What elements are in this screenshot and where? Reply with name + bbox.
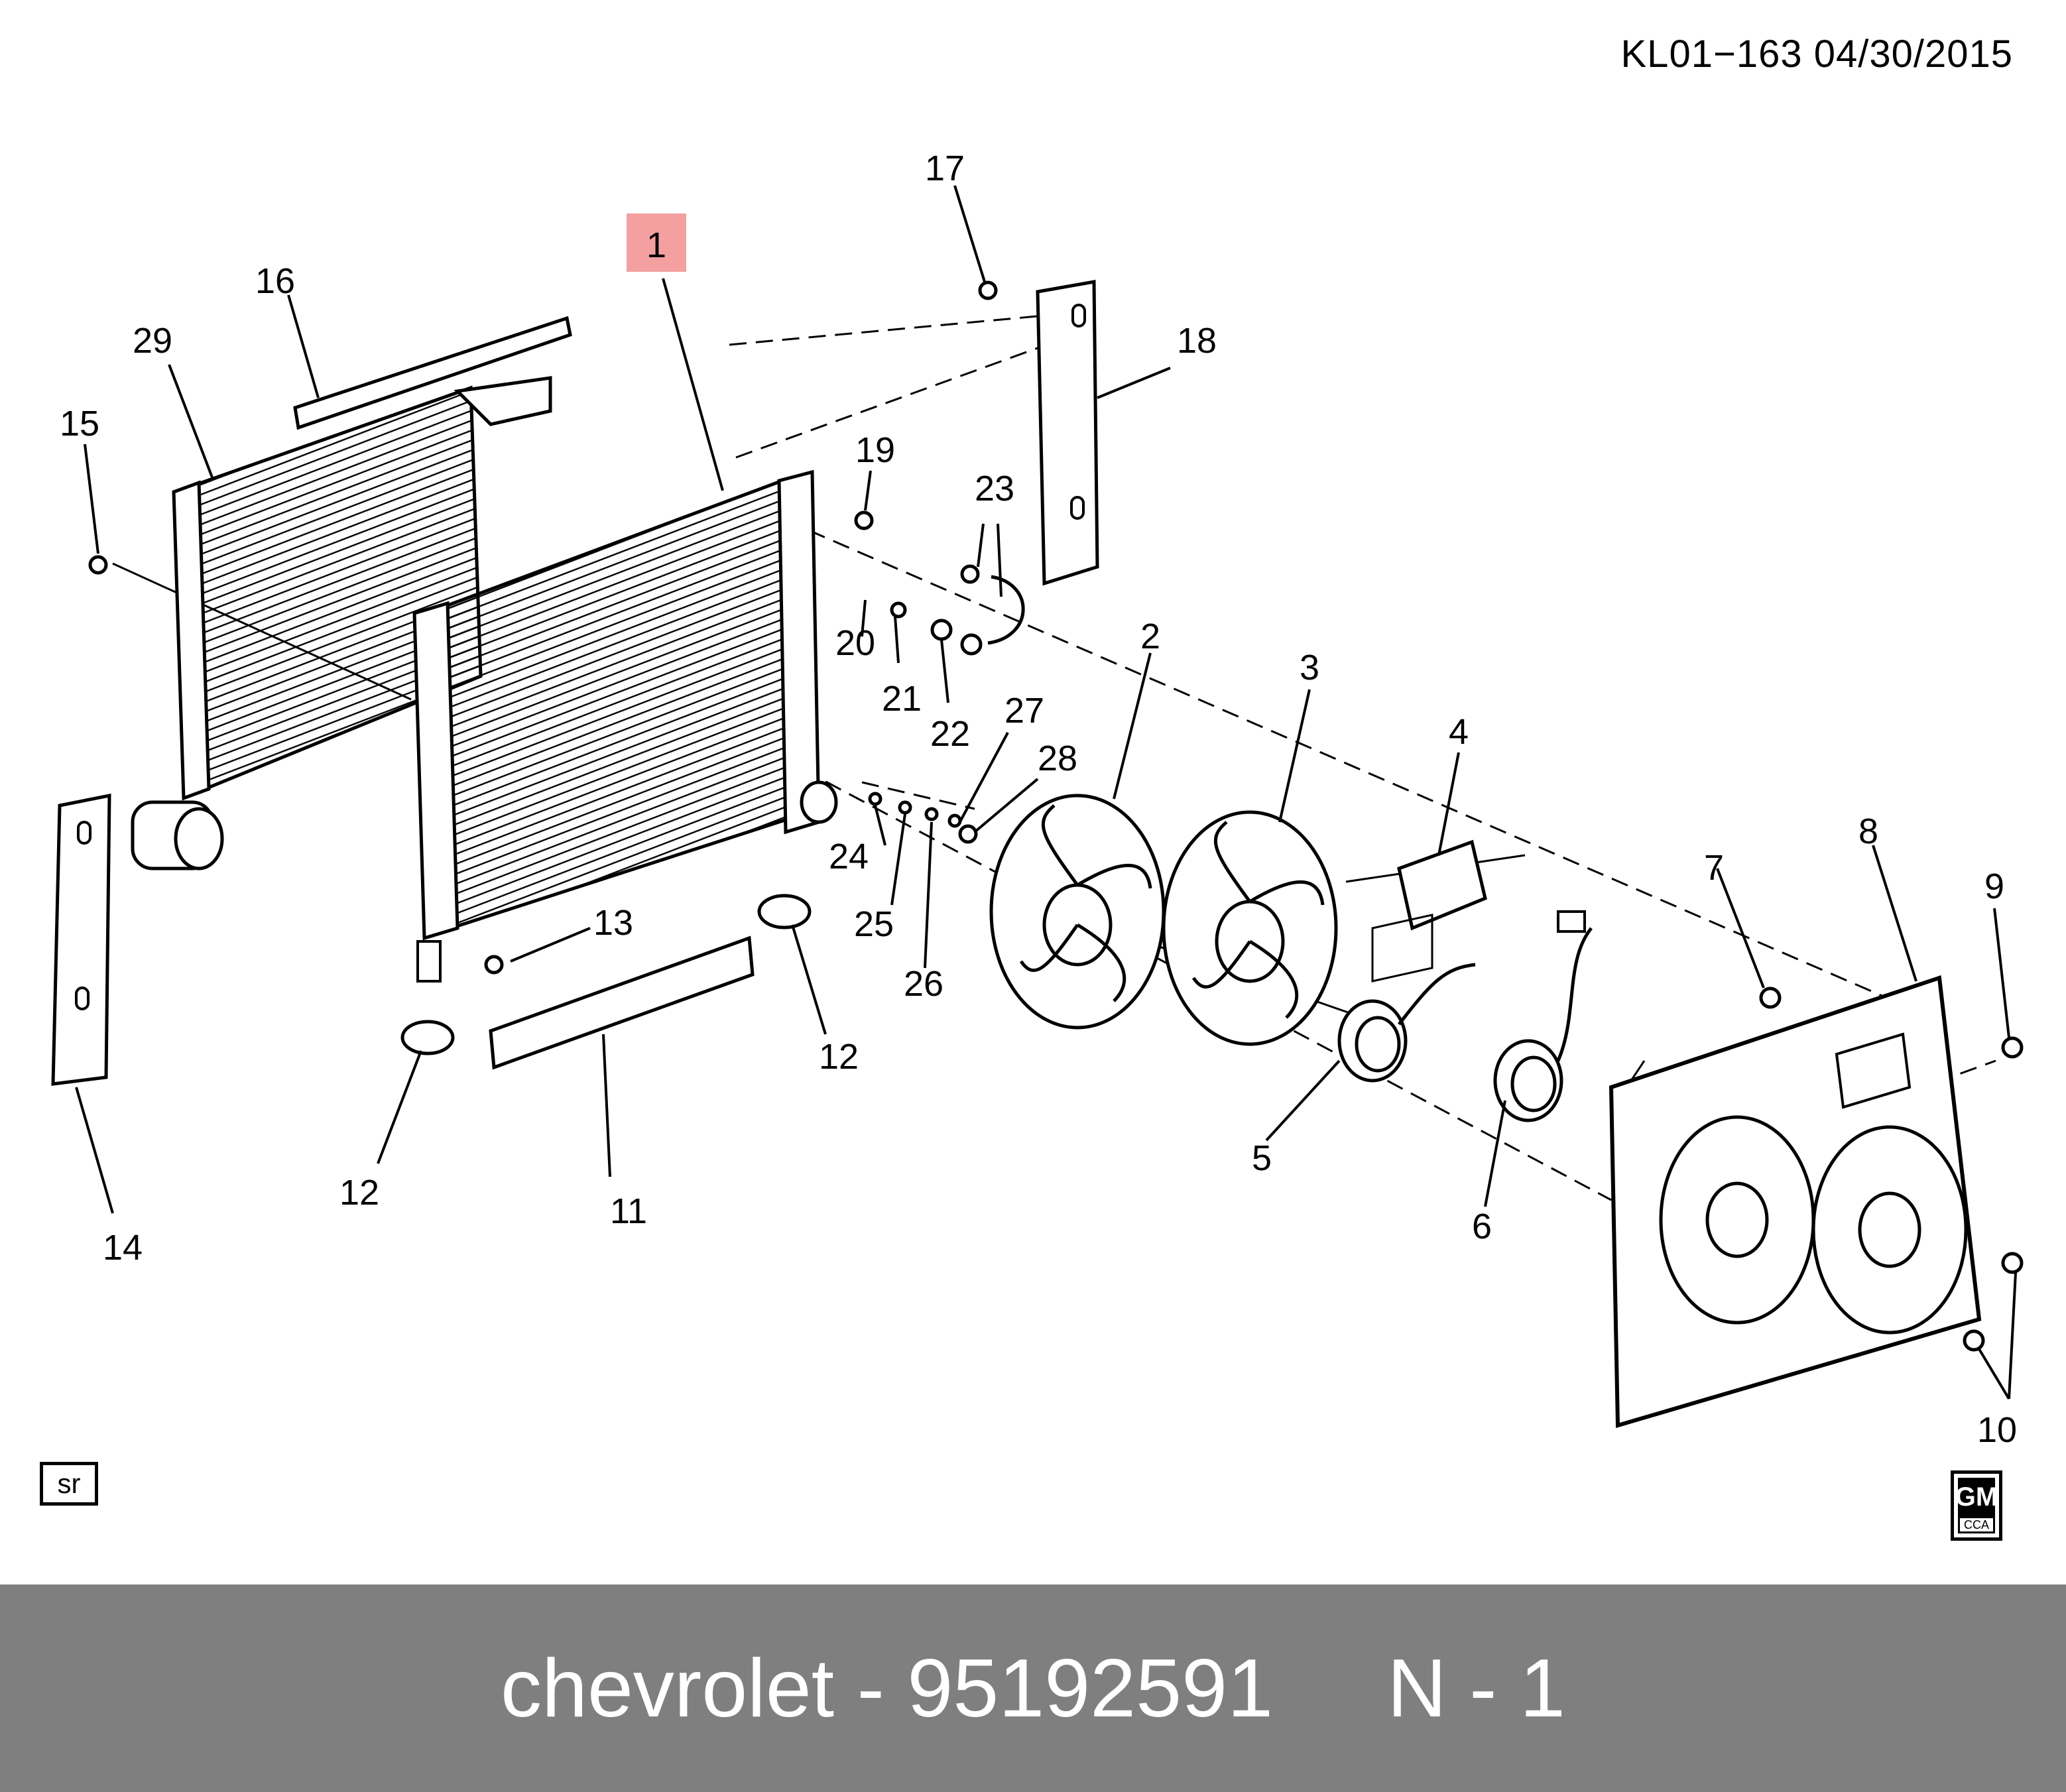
callout-26: 26 [904, 964, 943, 1004]
callout-29: 29 [133, 321, 172, 361]
fan-motors [1337, 927, 1593, 1122]
callout-3: 3 [1300, 648, 1319, 687]
lower-air-baffle [489, 935, 755, 1070]
callout-22: 22 [930, 714, 970, 754]
callout-4: 4 [1449, 712, 1469, 752]
gm-logo-cca: CCA [1958, 1516, 1995, 1533]
callout-17: 17 [925, 149, 965, 188]
highlighted-part-marker [627, 213, 686, 272]
callout-6: 6 [1472, 1207, 1492, 1246]
callout-27: 27 [1004, 691, 1044, 731]
callout-24: 24 [829, 837, 869, 876]
callout-9: 9 [1984, 866, 2004, 906]
hardware [88, 280, 2024, 1352]
sr-badge: sr [40, 1462, 98, 1506]
callout-2: 2 [1140, 617, 1160, 656]
callout-16: 16 [255, 261, 295, 301]
callout-13: 13 [593, 903, 633, 943]
caption-bar: chevrolet - 95192591 N - 1 [0, 1584, 2066, 1792]
callout-labels: 1 2 3 4 5 6 7 8 9 10 11 12 12 13 14 15 1… [60, 149, 2017, 1450]
fan-control-module [1371, 839, 1586, 983]
sr-badge-label: sr [57, 1468, 81, 1499]
callout-23: 23 [975, 469, 1014, 508]
side-air-baffle-right [1036, 280, 1099, 586]
callout-12-right: 12 [819, 1037, 859, 1077]
callout-7: 7 [1704, 848, 1724, 888]
gm-logo-mark: GM [1955, 1478, 1998, 1516]
callout-10: 10 [1977, 1410, 2017, 1450]
gm-logo: GM CCA [1951, 1470, 2002, 1541]
callout-20: 20 [835, 623, 875, 663]
leader-lines [75, 185, 2017, 1400]
callout-18: 18 [1177, 321, 1217, 361]
fan-shroud [1609, 975, 1982, 1428]
callout-12-left: 12 [339, 1173, 379, 1213]
callout-28: 28 [1038, 739, 1077, 778]
diagram-reference: KL01−163 04/30/2015 [1620, 32, 2013, 76]
callout-21: 21 [882, 679, 922, 719]
callout-25: 25 [854, 904, 894, 944]
callout-8: 8 [1858, 811, 1878, 851]
upper-air-baffle [293, 316, 572, 430]
radiator-insulators [400, 894, 812, 1055]
radiator [412, 469, 838, 983]
callout-1: 1 [646, 225, 666, 265]
callout-14: 14 [103, 1228, 143, 1268]
callout-19: 19 [855, 430, 895, 470]
fan-blades [989, 794, 1338, 1046]
caption-text: chevrolet - 95192591 N - 1 [500, 1642, 1565, 1734]
callout-11: 11 [610, 1191, 647, 1231]
side-air-baffle-left [51, 793, 111, 1086]
callout-5: 5 [1252, 1138, 1272, 1178]
callout-15: 15 [60, 404, 99, 444]
exploded-parts-diagram: 1 2 3 4 5 6 7 8 9 10 11 12 12 13 14 15 1… [51, 149, 2024, 1450]
